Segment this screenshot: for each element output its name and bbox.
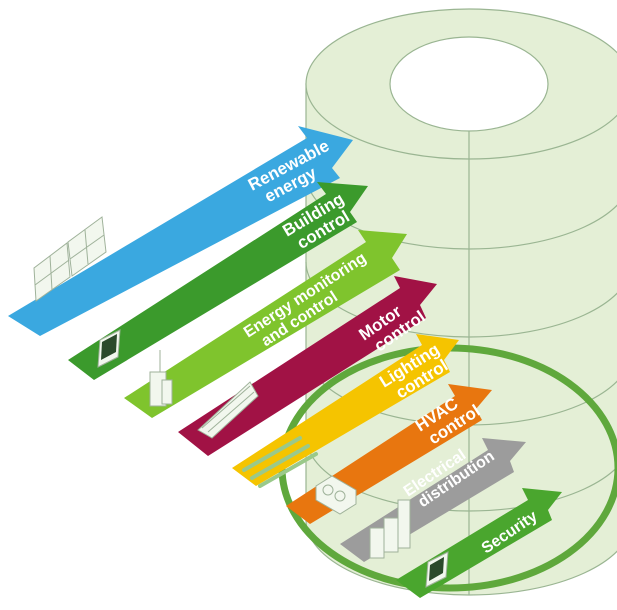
arrow-renewable-body [8,126,353,336]
energy-meter-icon [149,350,173,407]
arrow-building-body [68,182,368,380]
light-tubes-icon [242,436,318,488]
tower-hole [389,36,549,132]
arrow-lighting-body [232,334,459,486]
touch-panel-icon [97,329,121,368]
escalator-icon [197,381,259,439]
arrow-motor-control: Motor control [178,276,437,456]
security-panel-icon [425,551,449,588]
arrow-motor-body [178,276,437,456]
switchgear-icon [369,499,411,559]
arrow-energy-body [124,230,407,418]
building-tower [305,8,617,596]
hvac-unit-icon [315,475,357,515]
solar-panel-icon [33,216,107,302]
arrow-building-control: Building control [68,182,368,380]
